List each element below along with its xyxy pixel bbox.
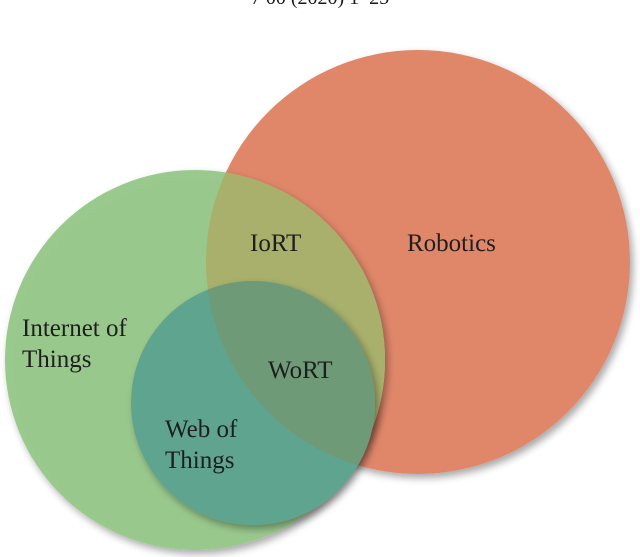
internet-of-things-label-line1: Internet of — [22, 315, 127, 342]
iort-label: IoRT — [250, 230, 301, 257]
internet-of-things-label-line2: Things — [22, 346, 91, 373]
robotics-label: Robotics — [407, 230, 496, 257]
web-of-things-label-line2: Things — [165, 447, 234, 474]
wort-label: WoRT — [268, 357, 333, 384]
web-of-things-label-line1: Web of — [165, 416, 238, 443]
page-header-text: 7 00 (2020) 1–25 — [0, 0, 640, 10]
